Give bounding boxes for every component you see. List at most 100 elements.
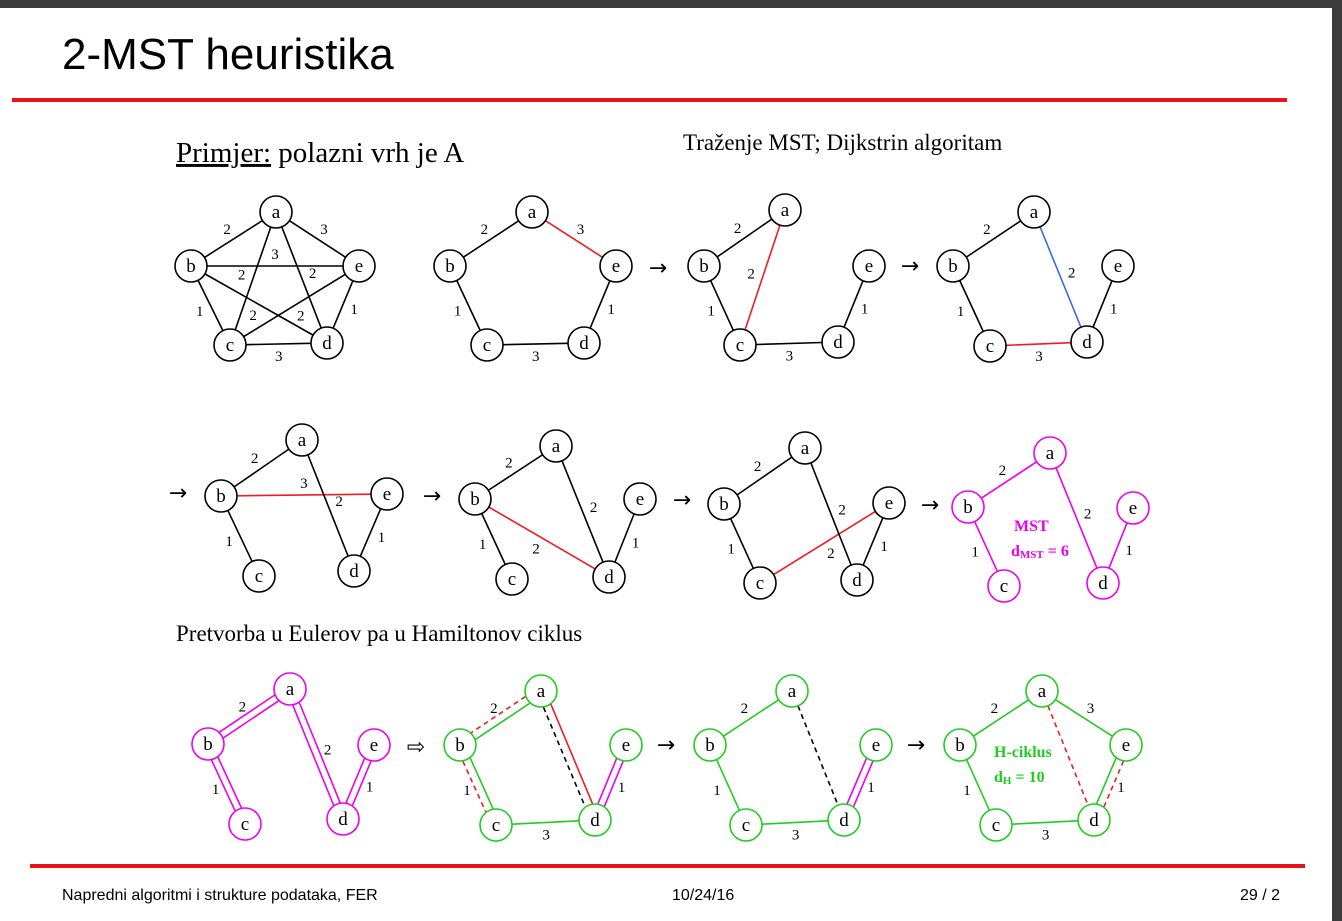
edge-weight-ae: 3 (320, 222, 328, 238)
edge-weight-ab: 2 (490, 701, 498, 717)
node-e (859, 728, 893, 762)
node-label-a: a (286, 679, 295, 700)
edge-weight-ad: 2 (838, 503, 846, 519)
section1-heading: Traženje MST; Dijkstrin algoritam (683, 130, 1002, 155)
node-label-e: e (355, 256, 363, 277)
edge-weight-bc: 1 (963, 783, 971, 799)
edge-cd (1011, 820, 1079, 825)
edge-weight-de: 1 (378, 530, 386, 546)
node-label-d: d (833, 332, 843, 353)
edge-weight-ab: 2 (505, 455, 513, 471)
node-label-d: d (852, 570, 862, 591)
edge-de-1 (846, 758, 868, 805)
edge-ae (288, 220, 347, 258)
edge-cd (1005, 341, 1072, 347)
node-label-a: a (272, 202, 281, 223)
edge-bd (204, 273, 314, 336)
edge-ab-1 (222, 700, 280, 739)
node-c (743, 566, 777, 600)
step-arrow-5: → (921, 493, 939, 518)
edge-de (614, 513, 635, 563)
node-e (1116, 491, 1150, 525)
node-d (1086, 566, 1120, 600)
edge-bc-1 (469, 757, 494, 810)
edge-weight-ae: 3 (577, 222, 585, 238)
node-label-e: e (636, 489, 644, 510)
node-label-c: c (226, 335, 234, 356)
edge-weight-bd: 2 (532, 541, 540, 557)
edge-ab-1 (475, 702, 531, 741)
edge-weight-ab: 2 (999, 463, 1007, 479)
edge-de (1092, 280, 1113, 328)
edge-weight-cd: 3 (786, 348, 794, 364)
edge-cd (511, 820, 580, 825)
edge-weight-bc: 1 (225, 534, 233, 550)
edge-de-2 (852, 760, 874, 807)
edge-bc (958, 280, 985, 332)
edge-weight-ab: 2 (741, 701, 749, 717)
edge-ad-1 (550, 703, 594, 805)
node-a (775, 674, 809, 708)
edge-de (843, 280, 864, 328)
node-b (687, 249, 721, 283)
step-arrow-3: → (423, 484, 441, 509)
edge-weight-ce: 2 (827, 546, 835, 562)
node-b (951, 490, 985, 524)
node-label-c: c (483, 335, 491, 356)
edge-weight-cd: 3 (1035, 349, 1043, 365)
node-b (433, 249, 467, 283)
node-c (242, 559, 276, 593)
step-arrow-4: → (673, 488, 691, 513)
edge-ad (810, 462, 852, 566)
edge-bc (709, 280, 735, 331)
edge-ad (561, 460, 604, 563)
title-rule (12, 98, 1287, 102)
edge-weight-cd: 3 (532, 349, 540, 365)
node-b (707, 487, 741, 521)
edge-bc (227, 510, 253, 562)
edge-ab-2 (218, 694, 276, 733)
edge-ab-2 (470, 695, 526, 734)
example-rest: polazni vrh je A (271, 137, 464, 169)
hcycle-label: H-ciklus (994, 744, 1052, 761)
edge-ce (243, 273, 346, 338)
window-top-bar (0, 0, 1342, 8)
node-label-c: c (255, 566, 263, 587)
node-label-d: d (1098, 573, 1108, 594)
node-label-e: e (622, 735, 630, 756)
edge-de-2 (603, 760, 624, 807)
node-d (840, 563, 874, 597)
arrows-layer: →→→→→→⇨→→ (169, 254, 939, 760)
edge-weight-de: 1 (861, 302, 869, 318)
node-e (599, 249, 633, 283)
edge-weight-bc: 1 (971, 544, 979, 560)
node-label-c: c (1000, 576, 1008, 597)
edge-weight-de: 1 (632, 535, 640, 551)
edge-weight-bc: 1 (727, 541, 735, 557)
edge-weight-ab: 2 (754, 459, 762, 475)
edge-weight-ab: 2 (991, 701, 999, 717)
edge-weight-de: 1 (1110, 302, 1118, 318)
edge-weight-ab: 2 (734, 221, 742, 237)
node-a (1033, 436, 1067, 470)
edge-weight-ce: 2 (297, 309, 305, 325)
edge-weight-de: 1 (618, 780, 626, 796)
edge-weight-ab: 2 (481, 222, 489, 238)
node-a (1017, 195, 1051, 229)
step-arrow-1: → (901, 254, 919, 279)
node-c (470, 328, 504, 362)
edge-ae (545, 219, 603, 259)
node-d (592, 560, 626, 594)
edge-weight-ab: 2 (251, 451, 259, 467)
